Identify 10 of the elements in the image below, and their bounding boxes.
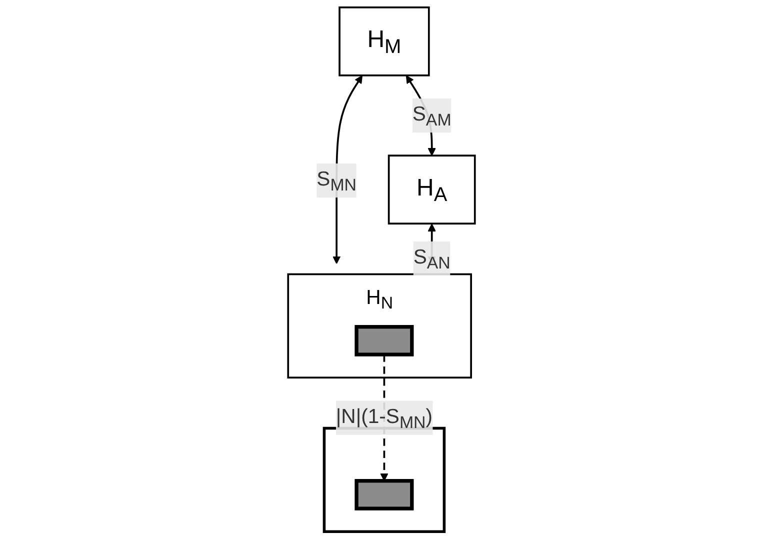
edge-label: |N|(1-S$_{MN}$) bbox=[336, 404, 433, 432]
edge-label: S$_{MN}$ bbox=[316, 167, 357, 194]
edge-label: S$_{AN}$ bbox=[413, 245, 450, 272]
node-box: H$_{M}$ bbox=[338, 6, 430, 76]
edge-label: S$_{AM}$ bbox=[412, 102, 452, 130]
cluster: H$_{N}$ bbox=[287, 273, 472, 379]
node-box bbox=[354, 479, 414, 510]
node-box bbox=[354, 325, 414, 356]
cluster bbox=[322, 426, 446, 533]
node-box: H$_{A}$ bbox=[388, 154, 476, 224]
